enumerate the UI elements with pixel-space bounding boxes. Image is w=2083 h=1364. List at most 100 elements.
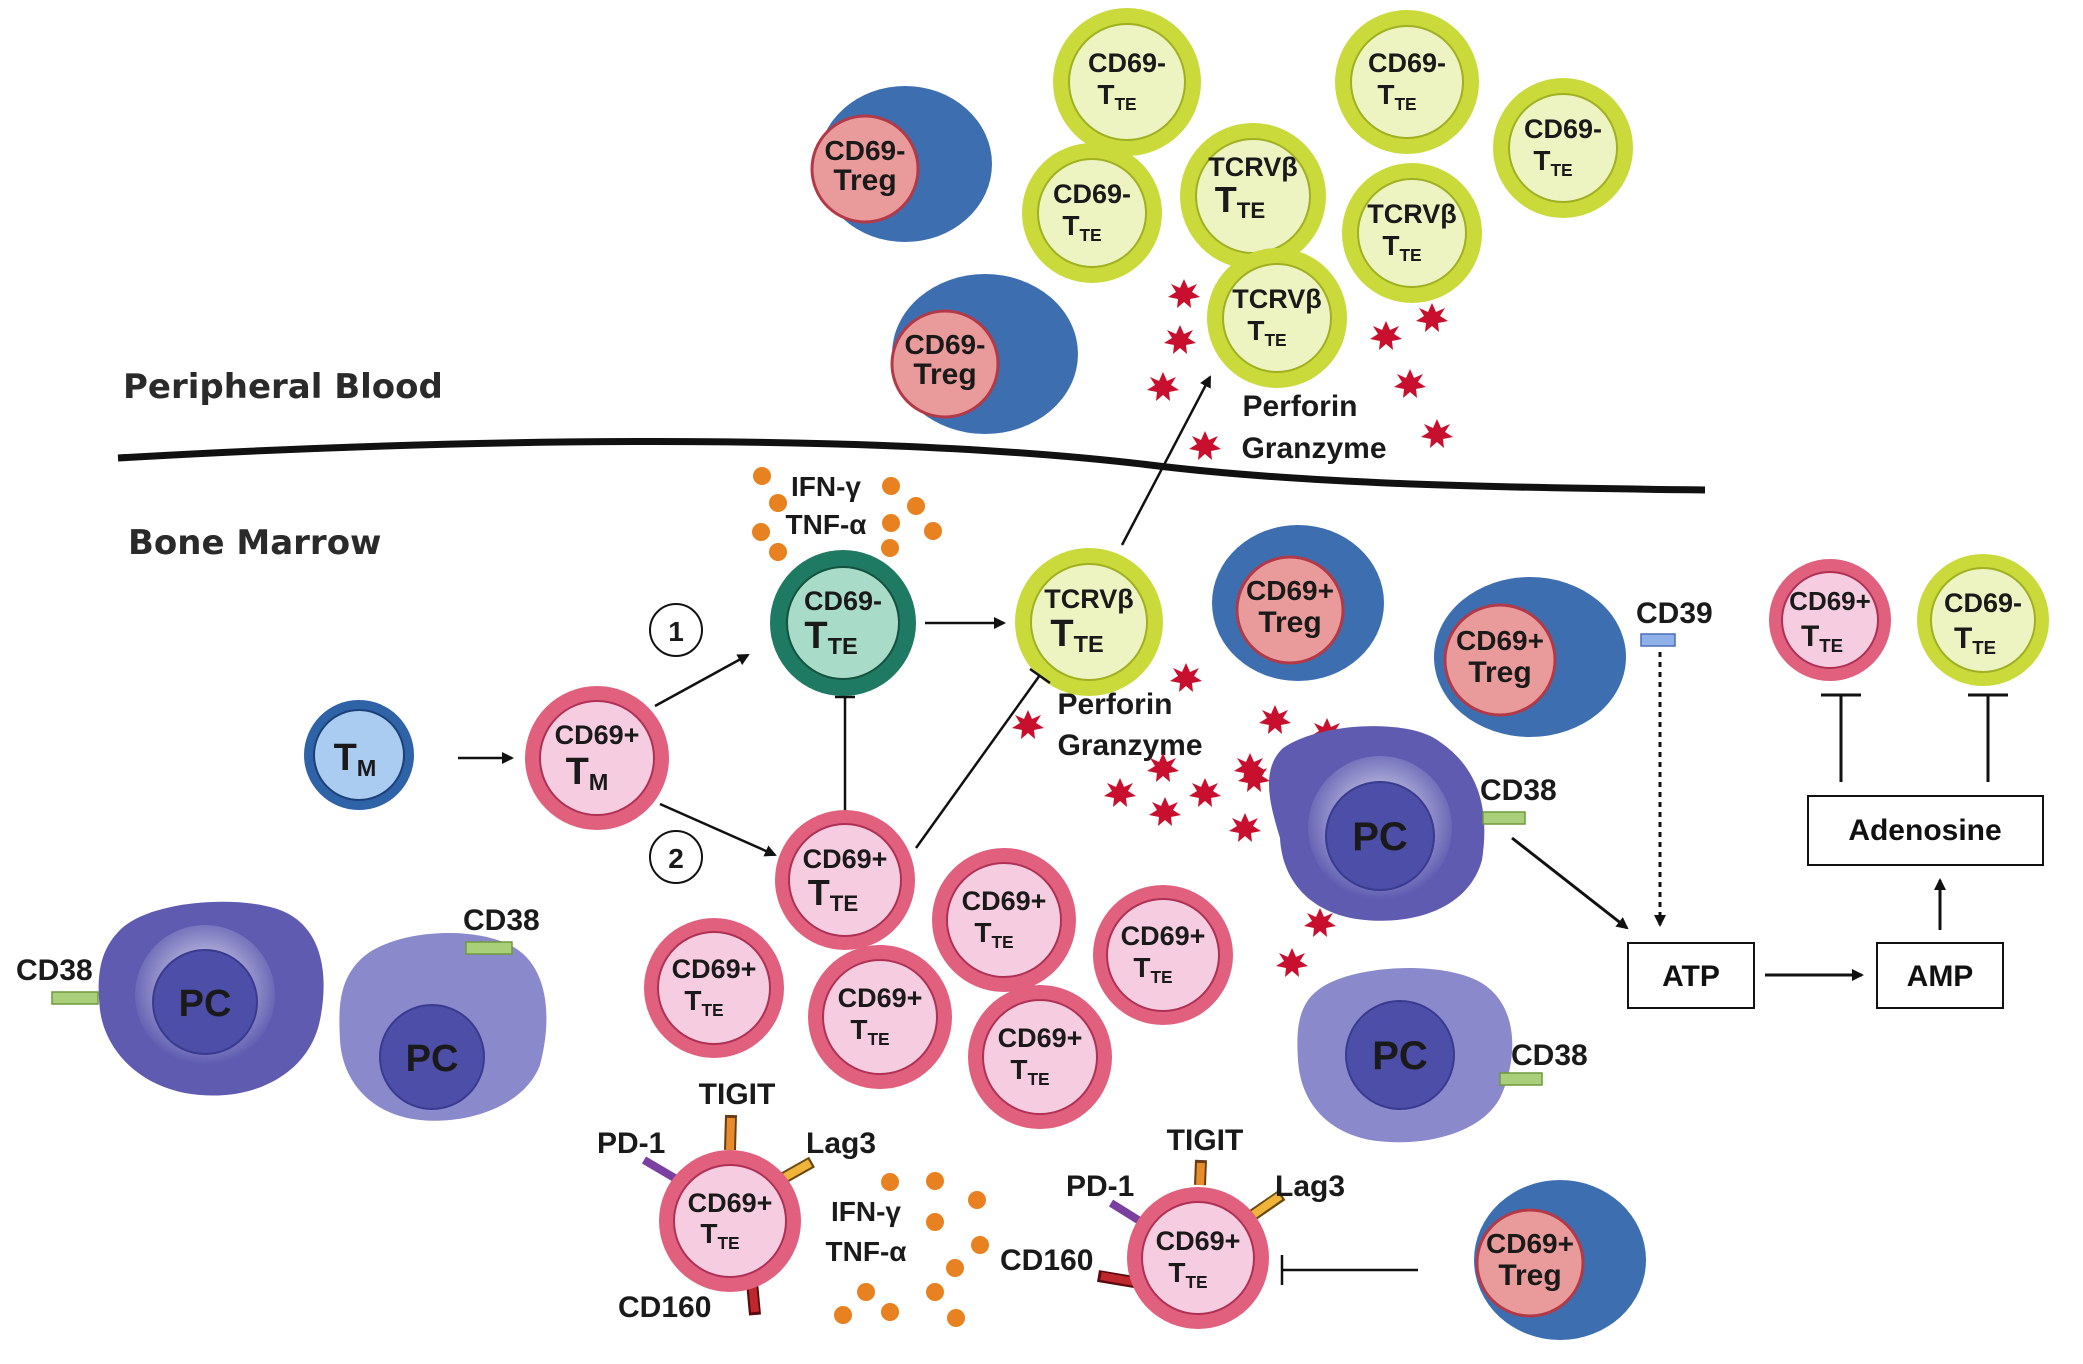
peripheral-blood-label: Peripheral Blood bbox=[123, 367, 443, 407]
exhausted-cd69pos-tte-cell: CD69+ TTE bbox=[641, 1114, 815, 1316]
cell-label: CD69+ bbox=[962, 886, 1047, 916]
pd1-label: PD-1 bbox=[1066, 1170, 1134, 1203]
cd69pos-tte-cell: CD69+ TTE bbox=[644, 918, 784, 1058]
cell-label: CD69+ bbox=[1486, 1228, 1574, 1259]
perforin-label: Perforin bbox=[1057, 688, 1172, 721]
adenosine-box: Adenosine bbox=[1807, 795, 2044, 866]
cell-label: TTE bbox=[1133, 952, 1172, 987]
cd38-label: CD38 bbox=[16, 954, 93, 987]
cell-label: CD69- bbox=[804, 586, 882, 616]
treg-cd69pos-cell: CD69+ Treg bbox=[1434, 577, 1626, 737]
cell-label: CD69+ bbox=[1156, 1226, 1241, 1256]
tte-cd69neg-cell: CD69- TTE bbox=[1335, 10, 1479, 154]
cell-label: TTE bbox=[1215, 179, 1266, 223]
tte-cd69neg-cell: CD69- TTE bbox=[1022, 143, 1162, 283]
cell-label: CD69- bbox=[1944, 588, 2022, 618]
cd38-receptor bbox=[1499, 1072, 1543, 1086]
cell-label: Treg bbox=[1258, 606, 1321, 639]
cell-label: TTE bbox=[1954, 622, 1996, 658]
lag3-label: Lag3 bbox=[1275, 1170, 1345, 1203]
tte-tcrvb-cell: TCRVβ TTE bbox=[1015, 548, 1163, 696]
pd1-receptor bbox=[1108, 1199, 1146, 1227]
tte-tcrvb-cell: TCRVβ TTE bbox=[1180, 123, 1326, 269]
tte-tcrvb-cell: TCRVβ TTE bbox=[1207, 248, 1347, 388]
cell-label: CD69+ bbox=[838, 983, 923, 1013]
plasma-cell: PC bbox=[1268, 726, 1485, 921]
cell-label: PC bbox=[406, 1038, 459, 1080]
cd38-label: CD38 bbox=[1480, 774, 1557, 807]
lag3-label: Lag3 bbox=[806, 1127, 876, 1160]
cell-label: TM bbox=[566, 751, 609, 795]
cell-label: PC bbox=[1372, 1034, 1428, 1078]
cell-label: TTE bbox=[1247, 315, 1286, 350]
cell-label: TCRVβ bbox=[1208, 152, 1298, 182]
path-number: 1 bbox=[668, 616, 684, 647]
tte-cd69neg-cell: CD69- TTE bbox=[1493, 78, 1633, 218]
cell-label: CD69+ bbox=[672, 954, 757, 984]
cell-label: TTE bbox=[700, 1218, 739, 1253]
exhausted-cd69pos-tte-cell: CD69+ TTE bbox=[1097, 1159, 1286, 1329]
cd160-label: CD160 bbox=[618, 1291, 711, 1324]
plasma-cell: PC bbox=[98, 901, 324, 1096]
cell-label: CD69+ bbox=[803, 844, 888, 874]
cell-label: TCRVβ bbox=[1044, 584, 1134, 614]
granzyme-label: Granzyme bbox=[1057, 729, 1202, 762]
tm-cell: TM bbox=[304, 700, 414, 810]
tnf-alpha-label: TNF-α bbox=[826, 1236, 907, 1267]
cytokine-dots bbox=[752, 467, 942, 561]
plasma-cell: PC bbox=[1297, 968, 1513, 1143]
ifn-gamma-label: IFN-γ bbox=[831, 1196, 901, 1227]
cell-label: PC bbox=[1352, 815, 1408, 859]
cd69neg-tte-target-cell: CD69- TTE bbox=[1917, 554, 2049, 686]
tte-cd69neg-cell: CD69- TTE bbox=[1053, 8, 1201, 156]
cell-label: TTE bbox=[1050, 613, 1103, 657]
cd69pos-tm-cell: CD69+ TM bbox=[525, 686, 669, 830]
cell-label: CD69+ bbox=[1456, 625, 1544, 656]
cell-label: CD69+ bbox=[1121, 921, 1206, 951]
cell-label: CD69- bbox=[825, 135, 906, 166]
cd69pos-tte-cell: CD69+ TTE bbox=[932, 848, 1076, 992]
pd1-label: PD-1 bbox=[597, 1127, 665, 1160]
cell-label: Treg bbox=[1498, 1259, 1561, 1292]
cell-label: TTE bbox=[1062, 210, 1101, 245]
cd69pos-tte-target-cell: CD69+ TTE bbox=[1769, 559, 1891, 681]
cell-label: TCRVβ bbox=[1367, 199, 1457, 229]
cell-label: CD69+ bbox=[1789, 586, 1871, 616]
amp-box: AMP bbox=[1876, 942, 2004, 1009]
atp-box: ATP bbox=[1627, 942, 1755, 1009]
cell-label: TCRVβ bbox=[1232, 284, 1322, 314]
cell-label: CD69+ bbox=[1246, 575, 1334, 606]
path-1-marker: 1 bbox=[649, 603, 703, 657]
cytokine-dots bbox=[834, 1172, 989, 1327]
granzyme-label: Granzyme bbox=[1241, 432, 1386, 465]
cd69pos-tte-cell: CD69+ TTE bbox=[968, 985, 1112, 1129]
path-2-marker: 2 bbox=[649, 830, 703, 884]
cd69pos-tte-cell: CD69+ TTE bbox=[1093, 885, 1233, 1025]
cd38-receptor bbox=[465, 941, 513, 955]
plasma-cell: PC bbox=[339, 933, 547, 1121]
cell-label: CD69+ bbox=[555, 720, 640, 750]
treg-cd69pos-cell: CD69+ Treg bbox=[1474, 1180, 1646, 1340]
cell-label: TTE bbox=[1010, 1054, 1049, 1089]
cell-label: TTE bbox=[850, 1014, 889, 1049]
cell-label: Treg bbox=[913, 358, 976, 391]
cell-label: TM bbox=[334, 737, 377, 781]
cell-label: CD69- bbox=[905, 329, 986, 360]
ifn-gamma-label: IFN-γ bbox=[791, 471, 861, 502]
cell-label: TTE bbox=[1168, 1257, 1207, 1292]
tnf-alpha-label: TNF-α bbox=[786, 509, 867, 540]
cell-label: TTE bbox=[974, 917, 1013, 952]
blood-marrow-divider bbox=[117, 438, 1706, 494]
tte-tcrvb-cell: TCRVβ TTE bbox=[1342, 163, 1482, 303]
tigit-label: TIGIT bbox=[699, 1078, 776, 1111]
atp-label: ATP bbox=[1662, 960, 1720, 993]
cd69pos-tte-cell: CD69+ TTE bbox=[808, 945, 952, 1089]
cd69neg-tte-teal-cell: CD69- TTE bbox=[770, 550, 916, 696]
path-number: 2 bbox=[668, 843, 684, 874]
adenosine-label: Adenosine bbox=[1848, 814, 2001, 847]
adenosine-pathway-arrows bbox=[1511, 652, 2008, 981]
cd39-receptor bbox=[1640, 633, 1676, 647]
treg-cd69neg-cell: CD69- Treg bbox=[890, 274, 1078, 434]
treg-inhibition-line bbox=[1280, 1255, 1418, 1285]
